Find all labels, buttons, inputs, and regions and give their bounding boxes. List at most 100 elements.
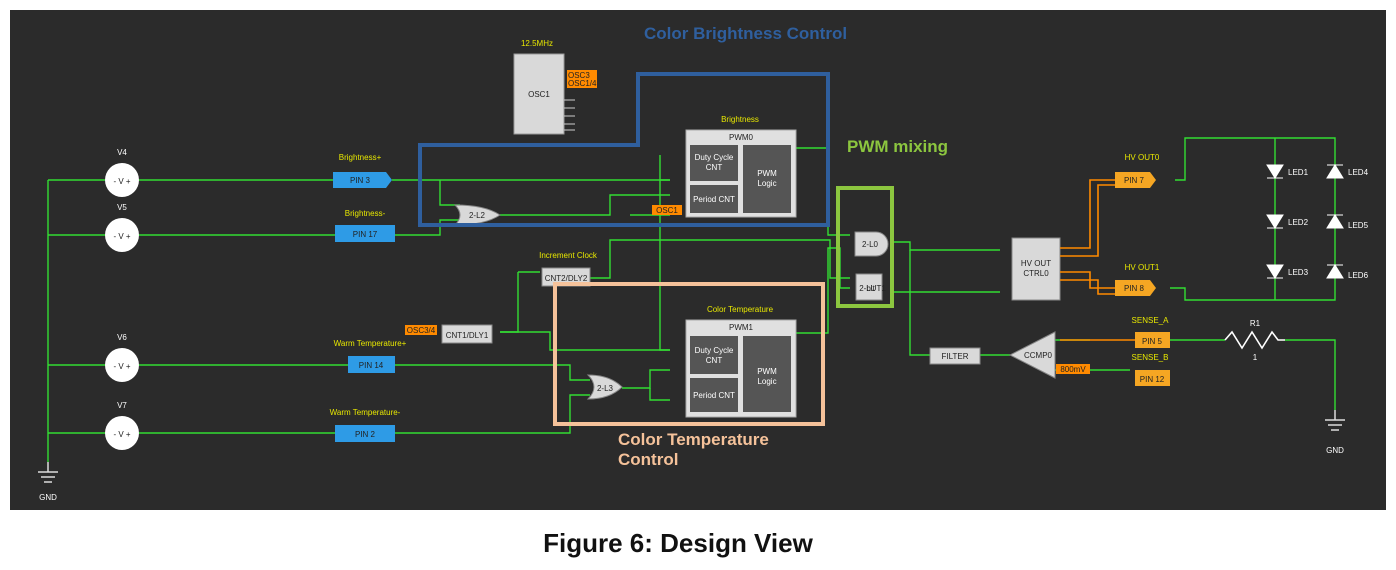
pin-3[interactable]: Brightness+ PIN 3: [333, 153, 392, 188]
pin-17[interactable]: Brightness- PIN 17: [335, 209, 395, 242]
svg-text:2-bit: 2-bit: [859, 284, 875, 293]
svg-text:2-L0: 2-L0: [862, 240, 879, 249]
ground-rail: GND: [38, 179, 90, 502]
svg-text:V6: V6: [117, 333, 127, 342]
svg-text:Brightness-: Brightness-: [345, 209, 386, 218]
brightness-control-label: Color Brightness Control: [644, 24, 848, 43]
led-array: LED1 LED2 LED3 LED4 LED5 LED6: [1266, 164, 1369, 280]
pin-5[interactable]: SENSE_A PIN 5: [1132, 316, 1170, 348]
led4-icon: [1326, 164, 1344, 179]
svg-text:PWM1: PWM1: [729, 323, 754, 332]
xor-2l2-gate[interactable]: 2-L2: [453, 204, 501, 226]
svg-text:V7: V7: [117, 401, 127, 410]
source-v5[interactable]: - V + V5: [90, 203, 335, 252]
source-v7[interactable]: - V + V7: [90, 401, 335, 450]
svg-text:PIN 5: PIN 5: [1142, 337, 1163, 346]
svg-text:Color Temperature: Color Temperature: [707, 305, 774, 314]
gnd-right-icon: GND: [1325, 410, 1345, 455]
svg-text:Brightness+: Brightness+: [339, 153, 382, 162]
svg-text:PIN 17: PIN 17: [353, 230, 378, 239]
svg-text:SENSE_A: SENSE_A: [1132, 316, 1170, 325]
design-canvas: .w{stroke:#33dd33;stroke-width:1.4;fill:…: [10, 10, 1386, 510]
svg-text:LED1: LED1: [1288, 168, 1309, 177]
gnd-left-label: GND: [39, 493, 57, 502]
svg-text:CNT: CNT: [706, 163, 723, 172]
source-v4[interactable]: - V + V4: [90, 148, 335, 197]
svg-text:Duty Cycle: Duty Cycle: [695, 153, 734, 162]
svg-text:CNT2/DLY2: CNT2/DLY2: [545, 274, 588, 283]
svg-text:HV OUT0: HV OUT0: [1125, 153, 1160, 162]
svg-text:HV OUT1: HV OUT1: [1125, 263, 1160, 272]
ccmp0-block[interactable]: CCMP0 800mV: [1008, 331, 1090, 379]
pin-14[interactable]: Warm Temperature+ PIN 14: [334, 339, 407, 373]
hv-out-ctrl0-block[interactable]: HV OUT CTRL0: [1011, 237, 1061, 301]
filter-block[interactable]: FILTER: [929, 347, 981, 365]
temperature-control-frame: [553, 282, 825, 426]
svg-text:- V +: - V +: [113, 177, 130, 186]
svg-text:Logic: Logic: [757, 377, 776, 386]
svg-text:LED6: LED6: [1348, 271, 1369, 280]
pwm0-block[interactable]: Brightness PWM0 Duty Cycle CNT Period CN…: [685, 115, 797, 218]
svg-text:GND: GND: [1326, 446, 1344, 455]
svg-text:- V +: - V +: [113, 430, 130, 439]
led6-icon: [1326, 264, 1344, 279]
svg-text:LUT1: LUT1: [866, 284, 886, 293]
svg-text:PWM0: PWM0: [729, 133, 754, 142]
temperature-control-label-1: Color Temperature: [618, 430, 769, 449]
led1-icon: [1266, 164, 1284, 179]
resistor-r1-icon[interactable]: R1 1: [1224, 319, 1285, 362]
svg-text:SENSE_B: SENSE_B: [1132, 353, 1169, 362]
svg-text:Duty Cycle: Duty Cycle: [695, 346, 734, 355]
temperature-control-label-2: Control: [618, 450, 679, 469]
svg-text:Warm Temperature+: Warm Temperature+: [334, 339, 407, 348]
svg-text:Increment Clock: Increment Clock: [539, 251, 598, 260]
cnt2-block[interactable]: Increment Clock CNT2/DLY2: [539, 251, 598, 287]
svg-text:FILTER: FILTER: [942, 352, 969, 361]
svg-text:OSC1: OSC1: [656, 206, 678, 215]
svg-text:LED3: LED3: [1288, 268, 1309, 277]
svg-text:Warm Temperature-: Warm Temperature-: [330, 408, 401, 417]
svg-text:2-L3: 2-L3: [597, 384, 614, 393]
svg-text:HV OUT: HV OUT: [1021, 259, 1051, 268]
svg-text:Logic: Logic: [757, 179, 776, 188]
svg-text:PIN 12: PIN 12: [1140, 375, 1165, 384]
svg-text:OSC1/4: OSC1/4: [568, 79, 597, 88]
svg-text:PIN 8: PIN 8: [1124, 284, 1145, 293]
pwm-mixing-label: PWM mixing: [847, 137, 949, 156]
wires-hv-orange: [1060, 179, 1135, 341]
svg-text:CCMP0: CCMP0: [1024, 351, 1053, 360]
pin-2[interactable]: Warm Temperature- PIN 2: [330, 408, 401, 442]
and-2l0-gate[interactable]: 2-L0: [854, 231, 889, 257]
led3-icon: [1266, 264, 1284, 279]
brightness-control-frame: [418, 72, 830, 227]
gnd-left-icon: [38, 462, 58, 483]
svg-text:OSC1: OSC1: [528, 90, 550, 99]
svg-text:800mV: 800mV: [1060, 365, 1086, 374]
lut1-block[interactable]: 2-bit LUT1: [855, 273, 886, 301]
svg-text:CNT1/DLY1: CNT1/DLY1: [446, 331, 489, 340]
source-v6[interactable]: - V + V6: [90, 333, 348, 382]
cnt1-block[interactable]: OSC3/4 CNT1/DLY1: [405, 324, 493, 344]
figure-caption: Figure 6: Design View: [543, 528, 813, 558]
svg-text:R1: R1: [1250, 319, 1261, 328]
svg-text:- V +: - V +: [113, 362, 130, 371]
pin-12[interactable]: SENSE_B PIN 12: [1132, 353, 1170, 386]
svg-text:V5: V5: [117, 203, 127, 212]
led5-icon: [1326, 214, 1344, 229]
svg-text:V4: V4: [117, 148, 127, 157]
svg-text:LED2: LED2: [1288, 218, 1309, 227]
svg-text:- V +: - V +: [113, 232, 130, 241]
svg-text:12.5MHz: 12.5MHz: [521, 39, 553, 48]
xor-2l3-gate[interactable]: 2-L3: [586, 374, 623, 400]
svg-text:PWM: PWM: [757, 367, 777, 376]
svg-text:CTRL0: CTRL0: [1023, 269, 1049, 278]
pwm-mixing-frame: [836, 186, 894, 308]
osc1-block[interactable]: 12.5MHz OSC1 OSC3 OSC1/4: [513, 39, 597, 135]
svg-text:LED5: LED5: [1348, 221, 1369, 230]
pin-7[interactable]: HV OUT0 PIN 7: [1115, 153, 1160, 188]
pin-8[interactable]: HV OUT1 PIN 8: [1115, 263, 1160, 296]
svg-text:PWM: PWM: [757, 169, 777, 178]
svg-text:OSC3: OSC3: [568, 71, 590, 80]
svg-text:PIN 2: PIN 2: [355, 430, 376, 439]
pwm1-block[interactable]: Color Temperature PWM1 Duty Cycle CNT Pe…: [685, 305, 797, 418]
